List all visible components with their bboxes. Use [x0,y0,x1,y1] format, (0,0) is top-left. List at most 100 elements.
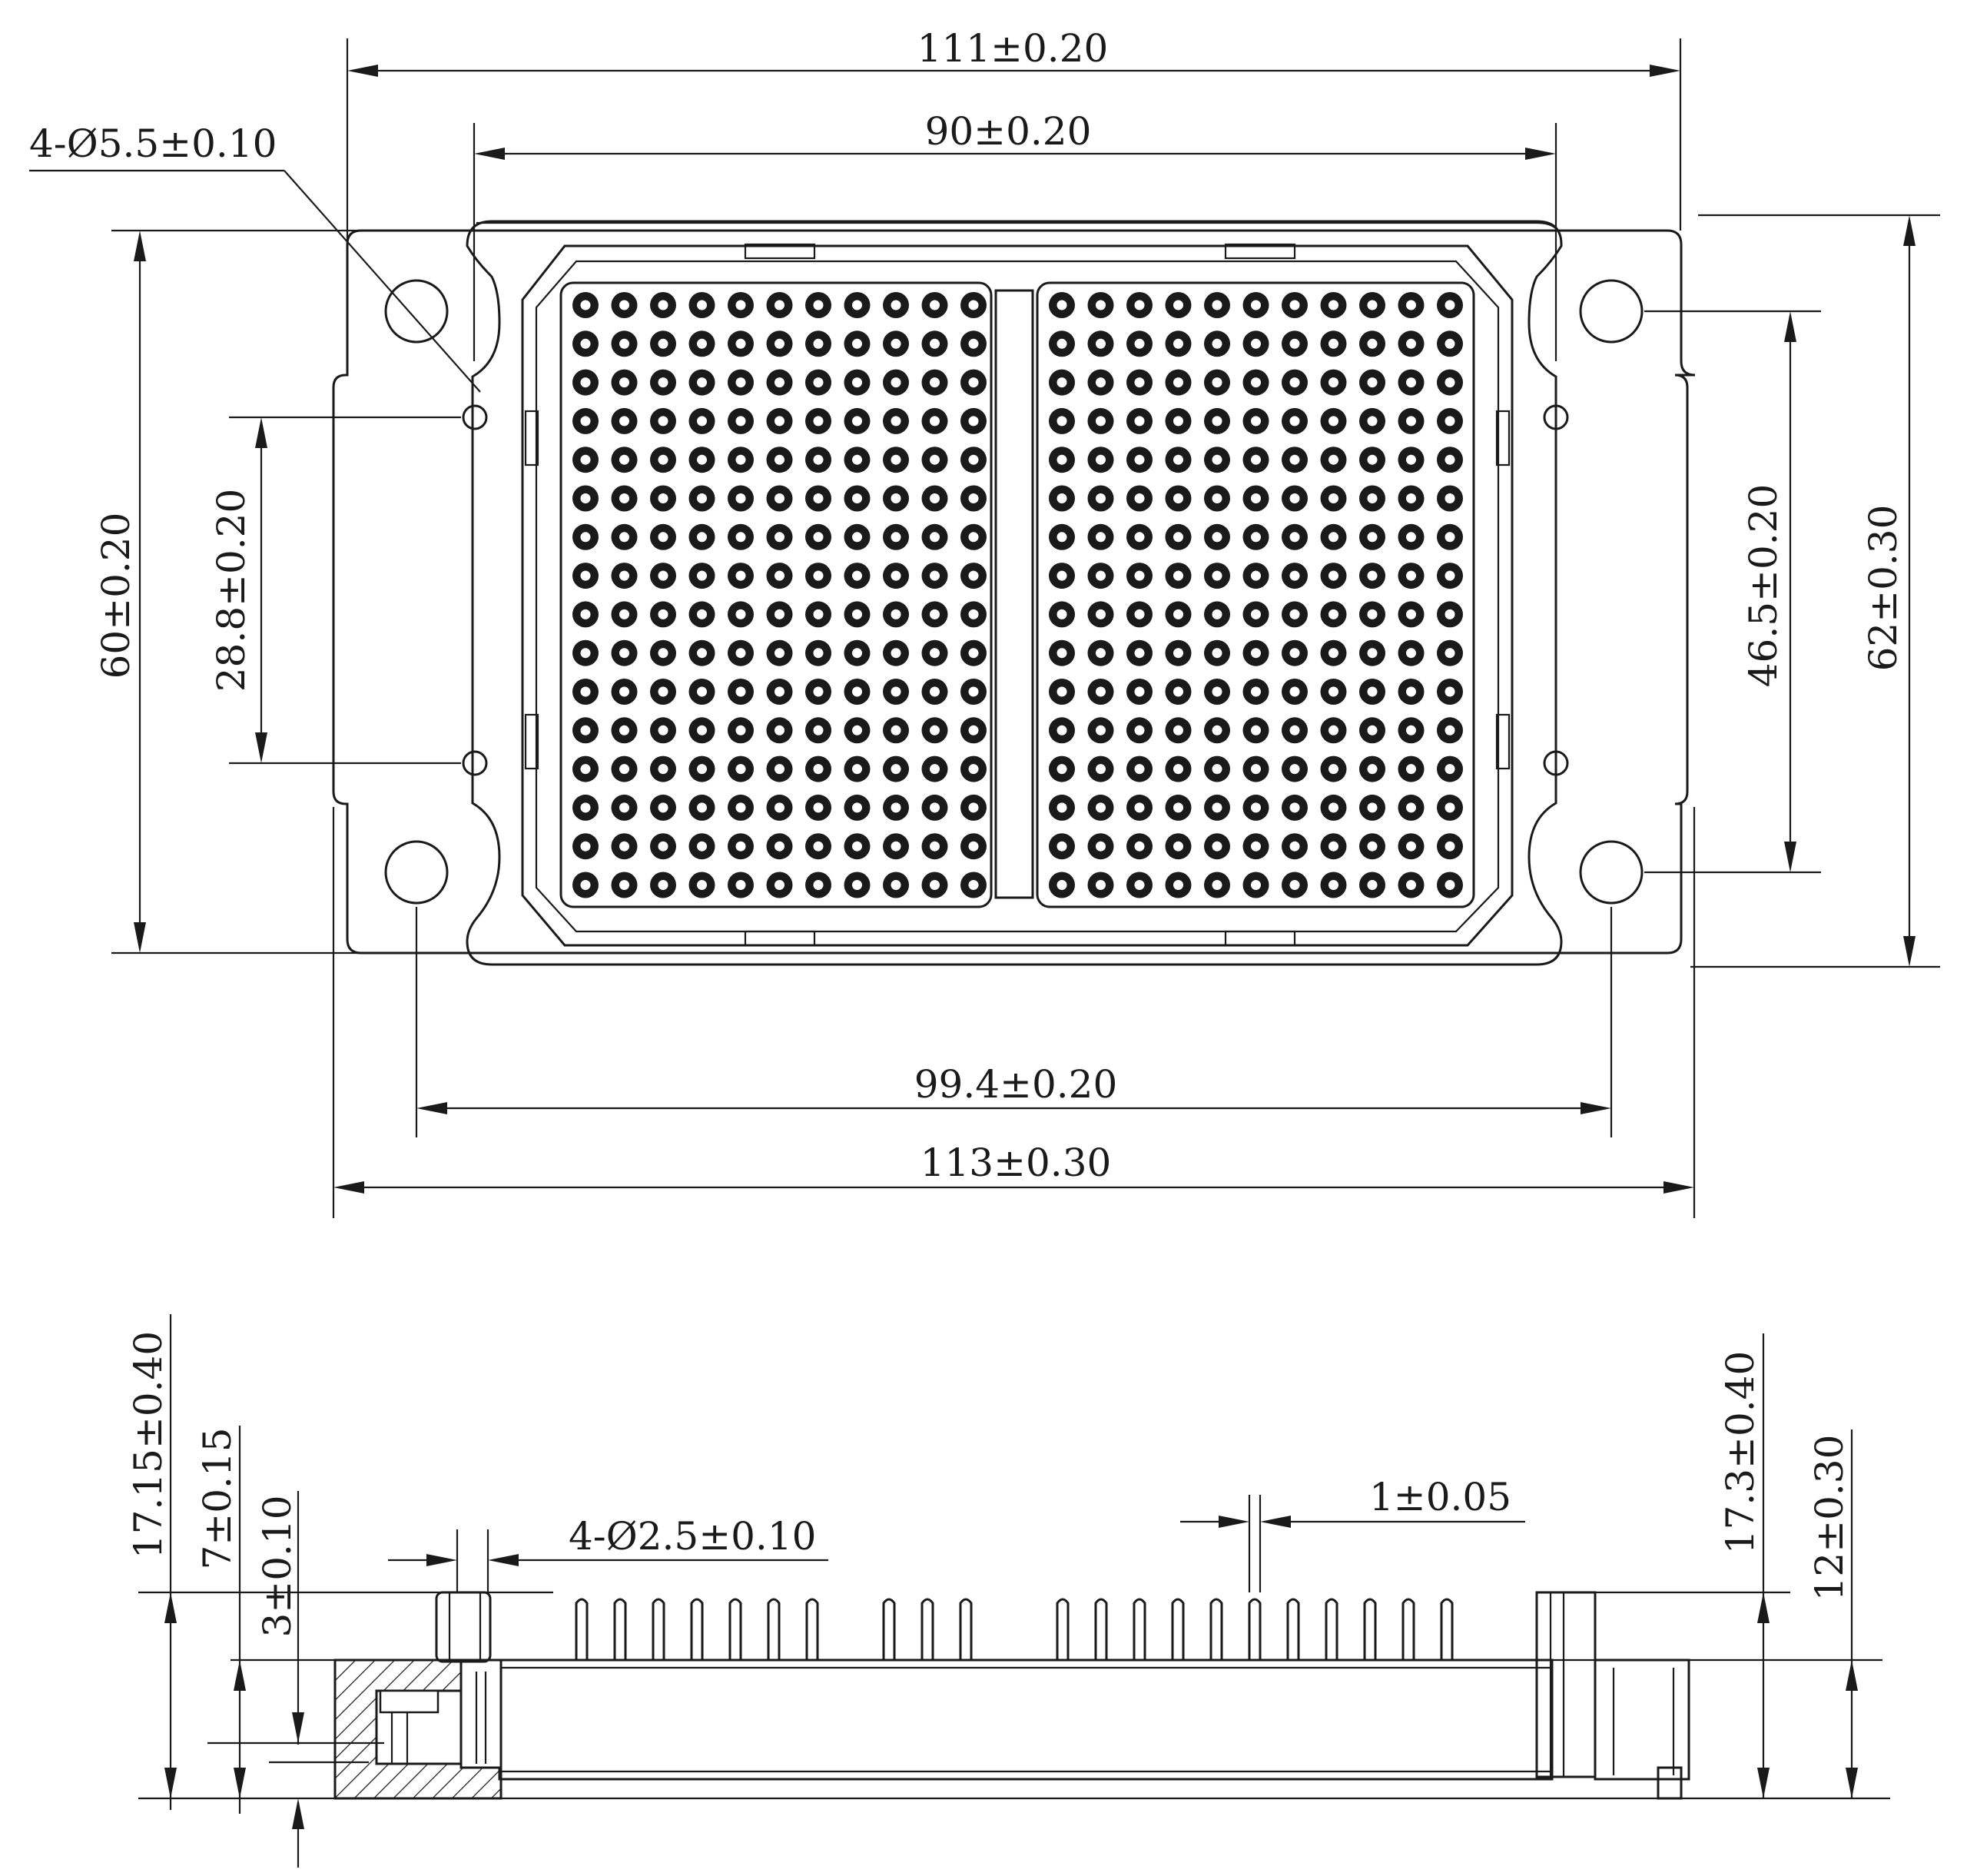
tab-bottom-2 [1224,930,1296,947]
pin-hole [1406,377,1416,388]
pin-hole [813,493,824,503]
pin-hole [1173,416,1183,427]
pin-hole [1406,880,1416,890]
pin-hole [1134,648,1145,659]
pin-hole [697,686,707,697]
pin-hole [968,416,979,427]
pin-hole [1134,841,1145,852]
pin-hole [1251,725,1261,735]
pin-hole [735,300,746,310]
housing-inner-2 [535,260,1500,933]
mounting-hole-top-right [1579,279,1644,344]
pin-hole [813,609,824,619]
dim-holes: 4-Ø5.5±0.10 [29,121,481,393]
pin-hole [891,609,901,619]
pin-hole [930,454,940,465]
pin-hole [775,686,784,697]
pin-hole [697,532,707,543]
pin-hole [735,802,746,813]
pin-hole [1251,764,1261,775]
pin-hole [852,725,862,735]
mounting-hole-bottom-right [1579,840,1644,905]
pin-hole [735,570,746,581]
pin-hole [580,725,591,735]
pin-hole [658,686,668,697]
side-pin [882,1598,896,1660]
pin-hole [1056,686,1067,697]
pin-hole [1328,532,1338,543]
side-pin [613,1598,627,1660]
pin-hole [891,493,901,503]
pin-hole [1173,532,1183,543]
pin-hole [968,764,979,775]
pin-hole [930,609,940,619]
pin-hole [1056,532,1067,543]
dim-17-3: 17.3±0.40 [1718,1333,1770,1798]
dim-holes-label: 4-Ø5.5±0.10 [29,121,277,166]
pin-hole [775,532,784,543]
pin-hole [1328,416,1338,427]
pin-hole [658,764,668,775]
pin-hole [1056,570,1067,581]
pin-hole [852,532,862,543]
pin-hole [1096,841,1106,852]
pin-field-right [1036,281,1475,908]
pin-hole [1289,532,1300,543]
housing-inner [521,244,1514,947]
pin-hole [1367,725,1378,735]
pin-hole [1173,338,1183,349]
pin-hole [580,880,591,890]
pin-hole [1173,300,1183,310]
pin-hole [1406,300,1416,310]
pin-hole [1251,880,1261,890]
pin-hole [1134,454,1145,465]
pin-hole [619,338,629,349]
pin-hole [1328,300,1338,310]
pin-hole [580,648,591,659]
pin-hole [852,377,862,388]
right-foot [1657,1766,1683,1800]
pin-hole [697,725,707,735]
pin-hole [1289,377,1300,388]
pin-hole [968,570,979,581]
pin-hole [1173,454,1183,465]
pin-hole [1134,725,1145,735]
pin-hole [1445,300,1455,310]
dim-pins: 4-Ø2.5±0.10 [388,1514,828,1592]
pin-hole [1289,416,1300,427]
pin-hole [852,841,862,852]
pin-hole [968,648,979,659]
dim-99-4: 99.4±0.20 [416,1062,1611,1114]
pin-hole [580,454,591,465]
pin-hole [1056,300,1067,310]
alignment-hole-1 [462,404,488,430]
pin-hole [1445,764,1455,775]
pin-hole [775,609,784,619]
pin-hole [1173,841,1183,852]
right-post [1535,1591,1597,1778]
pin-hole [658,493,668,503]
pin-hole [775,570,784,581]
pin-hole [891,725,901,735]
pin-hole [580,300,591,310]
pin-hole [813,841,824,852]
tab-right-1 [1495,410,1511,467]
pin-hole [891,841,901,852]
pin-hole [1445,532,1455,543]
pin-hole [1134,880,1145,890]
pin-hole [735,725,746,735]
pin-hole [930,802,940,813]
pin-hole [1289,880,1300,890]
pin-hole [735,532,746,543]
pin-hole [1445,648,1455,659]
pin-hole [775,725,784,735]
pin-grid-left [572,292,987,898]
pin-hole [580,377,591,388]
pin-hole [1251,454,1261,465]
pin-hole [775,880,784,890]
side-pin [1401,1598,1415,1660]
dim-62-label: 62±0.30 [1861,505,1906,672]
tab-bottom-1 [744,930,816,947]
pin-hole [1096,802,1106,813]
pin-hole [735,880,746,890]
